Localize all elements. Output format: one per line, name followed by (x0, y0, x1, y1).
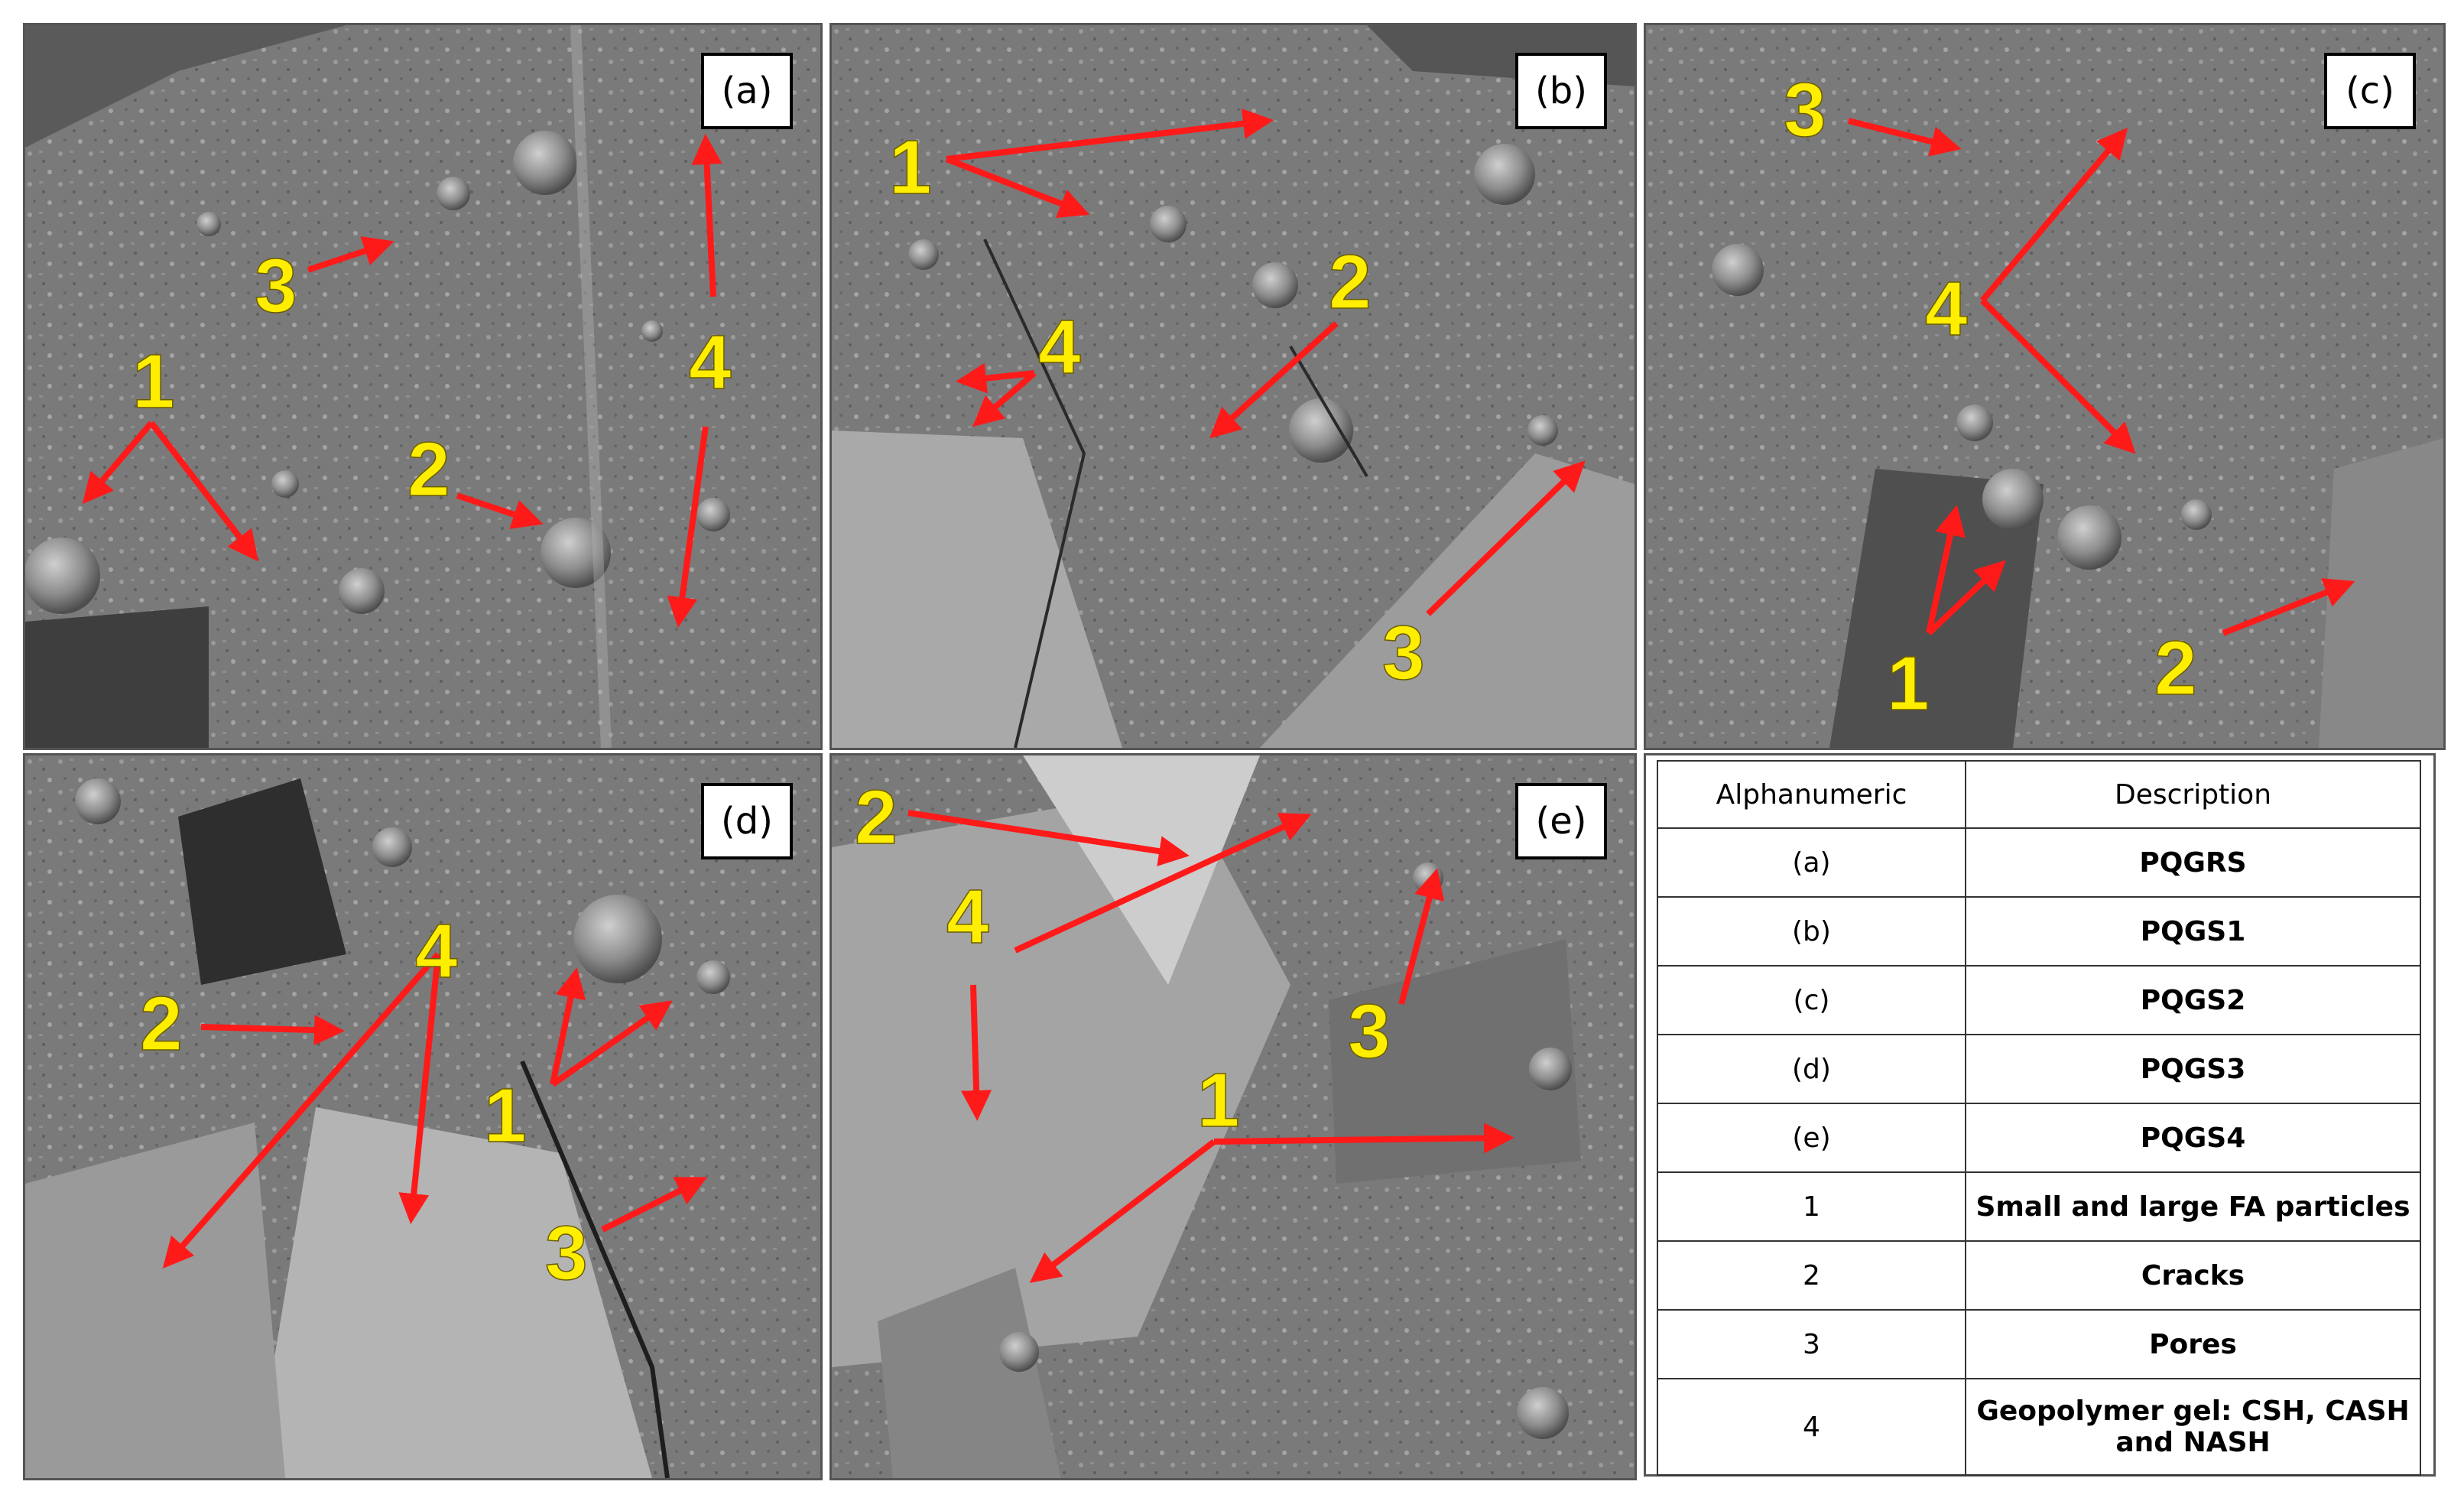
arrow (1980, 298, 2136, 454)
legend-table-panel: Alphanumeric Description (a) PQGRS (b) P… (1644, 753, 2436, 1477)
label-1: 1 (1887, 641, 1930, 726)
label-1: 1 (484, 1073, 527, 1158)
arrow (1848, 118, 1962, 157)
label-1: 1 (889, 125, 932, 210)
sem-panel-d: (d) 1 2 3 4 (23, 753, 823, 1480)
label-1: 1 (1197, 1058, 1240, 1143)
arrow (1927, 560, 2006, 635)
arrow (550, 967, 586, 1085)
arrow (691, 134, 722, 297)
arrow (200, 1015, 345, 1046)
row-description: PQGS1 (1965, 896, 2421, 967)
arrow (2222, 578, 2355, 636)
row-description: Pores (1965, 1309, 2421, 1379)
arrow (550, 1000, 673, 1087)
arrow (972, 370, 1037, 427)
arrow (667, 426, 709, 628)
table-row: (a) PQGRS (1657, 827, 2421, 898)
arrow (1029, 1139, 1216, 1283)
arrow (961, 984, 992, 1121)
sem-image-a (25, 25, 820, 748)
panel-tag: (b) (1515, 53, 1607, 129)
table-header-row: Alphanumeric Description (1657, 760, 2421, 829)
table-row: 4 Geopolymer gel: CSH, CASH and NASH (1657, 1378, 2421, 1476)
table-row: (c) PQGS2 (1657, 965, 2421, 1035)
table-row: (b) PQGS1 (1657, 896, 2421, 967)
arrow (307, 236, 394, 273)
row-key: 2 (1657, 1240, 1966, 1311)
arrow (398, 954, 441, 1224)
sem-panel-e: (e) 1 2 3 4 (829, 753, 1637, 1480)
arrow (907, 810, 1190, 866)
row-key: (c) (1657, 965, 1966, 1035)
column-header-description: Description (1965, 760, 2421, 829)
label-2: 2 (855, 775, 898, 860)
label-2: 2 (407, 427, 450, 512)
arrow (162, 952, 441, 1269)
label-1: 1 (132, 339, 175, 424)
row-key: (e) (1657, 1103, 1966, 1173)
sem-panel-a: (a) 1 2 3 4 (23, 23, 823, 750)
row-key: 4 (1657, 1378, 1966, 1476)
row-description: PQGS3 (1965, 1034, 2421, 1104)
row-key: (d) (1657, 1034, 1966, 1104)
label-4: 4 (1038, 304, 1081, 390)
arrow (945, 156, 1090, 219)
arrow (1209, 321, 1339, 439)
panel-tag: (d) (701, 783, 793, 859)
label-4: 4 (1925, 266, 1968, 352)
table-row: 1 Small and large FA particles (1657, 1171, 2421, 1242)
row-description: Geopolymer gel: CSH, CASH and NASH (1965, 1378, 2421, 1476)
arrow (601, 1177, 708, 1233)
table-row: (d) PQGS3 (1657, 1034, 2421, 1104)
label-3: 3 (1382, 610, 1425, 696)
arrow (1979, 127, 2128, 303)
row-key: 1 (1657, 1171, 1966, 1242)
label-2: 2 (2154, 625, 2197, 711)
panel-tag: (c) (2324, 53, 2416, 129)
label-4: 4 (415, 908, 458, 994)
row-description: Small and large FA particles (1965, 1171, 2421, 1242)
label-4: 4 (946, 874, 989, 960)
row-description: PQGS2 (1965, 965, 2421, 1035)
annotation-layer-a: 1 2 3 4 (82, 134, 732, 628)
arrow (82, 421, 154, 505)
row-description: Cracks (1965, 1240, 2421, 1311)
sem-image-c (1646, 25, 2443, 748)
label-3: 3 (1784, 67, 1826, 153)
arrow (456, 492, 544, 529)
label-2: 2 (140, 981, 183, 1067)
panel-tag: (a) (701, 53, 793, 129)
arrow (1426, 460, 1586, 616)
column-header-alphanumeric: Alphanumeric (1657, 760, 1966, 829)
row-key: (b) (1657, 896, 1966, 967)
label-2: 2 (1329, 239, 1372, 325)
table-row: (e) PQGS4 (1657, 1103, 2421, 1173)
table-row: 3 Pores (1657, 1309, 2421, 1379)
arrow (1213, 1123, 1514, 1154)
label-3: 3 (1348, 989, 1391, 1074)
arrow (148, 421, 258, 562)
annotation-layer-c: 1 2 3 4 (1783, 67, 2355, 727)
label-4: 4 (689, 320, 732, 405)
annotation-layer-d: 1 2 3 4 (139, 908, 708, 1297)
arrow (1014, 813, 1312, 954)
label-3: 3 (255, 243, 297, 329)
annotation-layer-e: 1 2 3 4 (854, 774, 1514, 1283)
sem-panel-b: (b) 1 2 3 4 (829, 23, 1637, 750)
table-row: 2 Cracks (1657, 1240, 2421, 1311)
arrow (946, 108, 1274, 162)
row-description: PQGS4 (1965, 1103, 2421, 1173)
arrow (1398, 868, 1445, 1006)
row-key: 3 (1657, 1309, 1966, 1379)
sem-panel-c: (c) 1 2 3 4 (1644, 23, 2446, 750)
panel-tag: (e) (1515, 783, 1607, 859)
legend-table: Alphanumeric Description (a) PQGRS (b) P… (1657, 760, 2421, 1476)
label-3: 3 (545, 1210, 588, 1296)
row-description: PQGRS (1965, 827, 2421, 898)
arrow (1926, 505, 1966, 634)
row-key: (a) (1657, 827, 1966, 898)
arrow (956, 362, 1035, 394)
annotation-layer-b: 1 2 3 4 (888, 108, 1586, 697)
